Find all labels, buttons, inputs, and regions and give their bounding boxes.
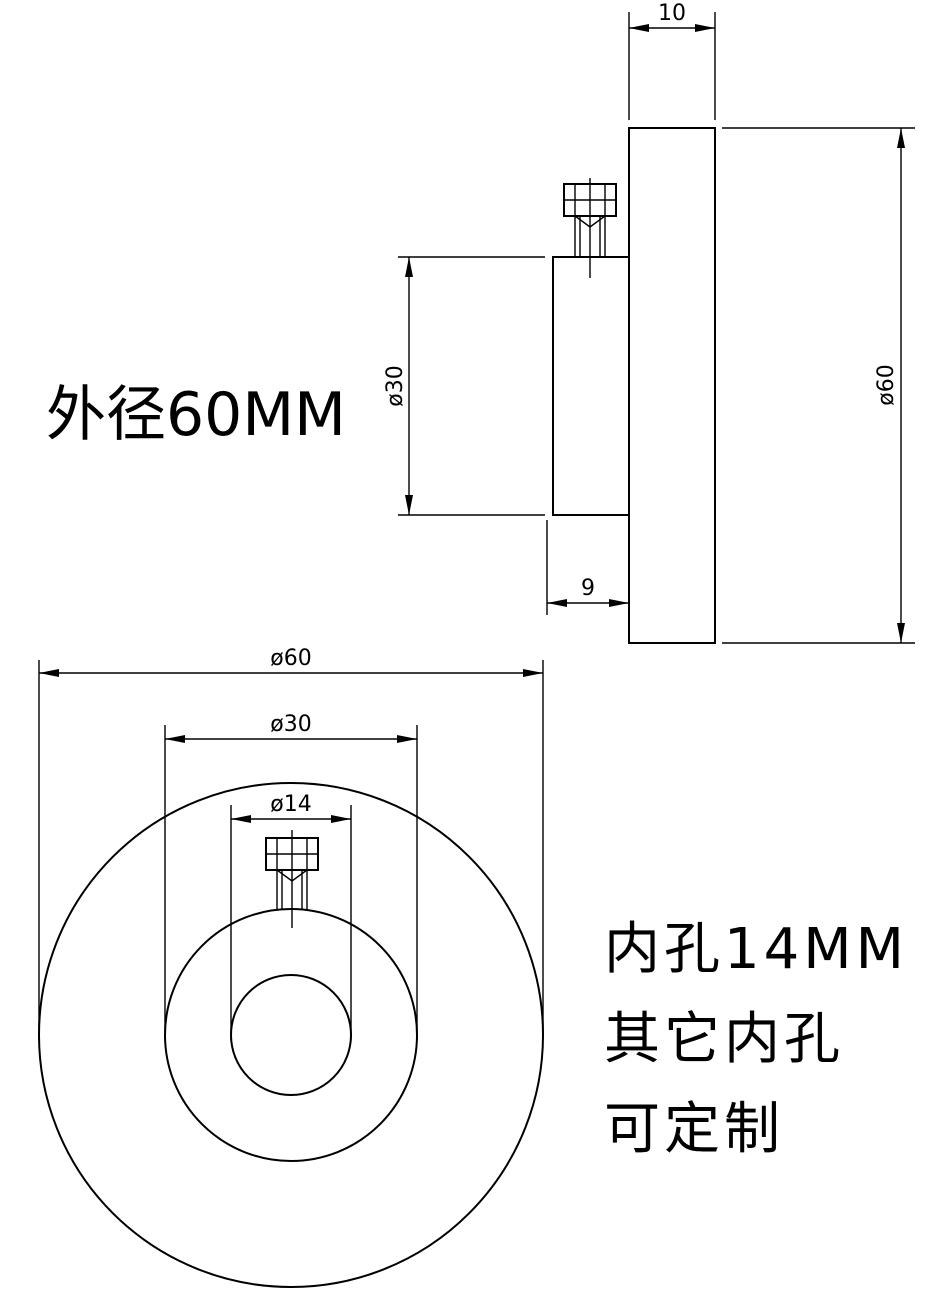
width-label: 10 [658, 1, 686, 26]
dimension-outer-diameter-front: ø60 [38, 646, 544, 1040]
hub-circle [164, 908, 418, 1162]
front-view: ø60 ø30 ø14 [38, 646, 544, 1288]
dimension-outer-diameter-side: ø60 [722, 127, 915, 644]
hub-side [552, 256, 629, 516]
dimension-bore: ø14 [230, 792, 352, 1040]
dimension-hub-diameter-side: ø30 [383, 256, 545, 516]
bore-note-line-2: 其它内孔 [604, 1007, 844, 1072]
outer-circle [38, 782, 544, 1288]
side-view: 10 ø60 ø30 9 [383, 1, 915, 644]
outer-diameter-note: 外径60MM [46, 380, 346, 450]
outer-diameter-front-label: ø60 [270, 646, 311, 671]
bore-note-line-3: 可定制 [604, 1097, 784, 1162]
dimension-hub-diameter-front: ø30 [164, 712, 418, 1040]
dimension-width: 10 [628, 1, 716, 120]
bore-circle [230, 974, 352, 1096]
wheel-disc-side [628, 127, 716, 644]
outer-diameter-side-label: ø60 [874, 364, 899, 405]
set-screw-side [563, 178, 617, 278]
hub-length-label: 9 [581, 576, 595, 601]
bore-label: ø14 [270, 792, 311, 817]
bore-note: 内孔14MM 其它内孔 可定制 [604, 905, 908, 1175]
hub-diameter-side-label: ø30 [383, 365, 408, 406]
bore-note-line-1: 内孔14MM [604, 917, 908, 982]
hub-diameter-front-label: ø30 [270, 712, 311, 737]
set-screw-front [265, 830, 319, 928]
dimension-hub-length: 9 [546, 520, 629, 615]
